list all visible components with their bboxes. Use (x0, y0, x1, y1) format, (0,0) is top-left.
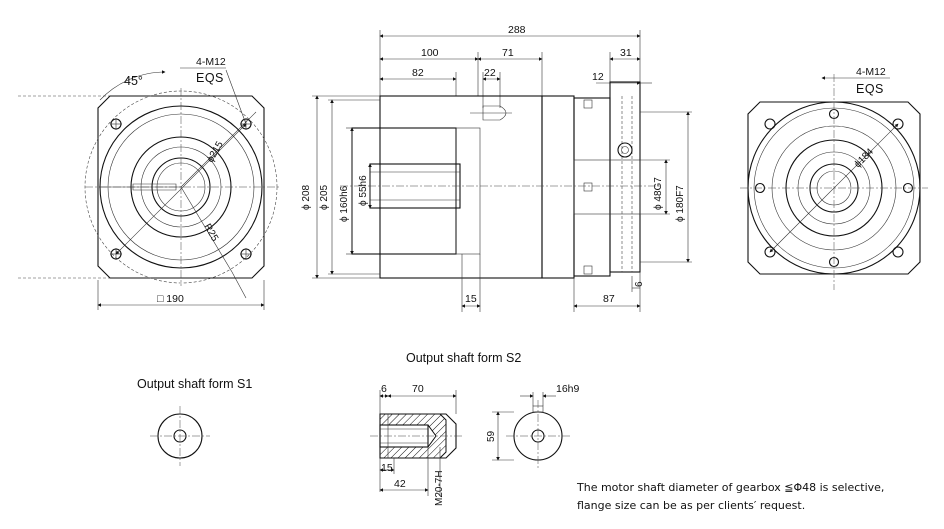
s2-length-15: 15 (381, 462, 393, 474)
length-22-dimension: 22 (484, 67, 496, 79)
side-view: 288 100 71 31 82 22 12 (301, 24, 692, 312)
note-line-2: flange size can be as per clients′ reque… (577, 499, 805, 512)
shaft-form-s2: Output shaft form S2 6 70 15 42 M20-7H 1… (370, 351, 580, 506)
motor-bore (573, 159, 641, 215)
bolt-spec-label: 4-M12 (856, 66, 886, 78)
note-line-1: The motor shaft diameter of gearbox ≦Φ48… (576, 481, 884, 494)
s2-key-width: 16h9 (556, 383, 580, 395)
flange-screw (617, 142, 633, 158)
pcd-dimension: ϕ184 (852, 146, 876, 170)
dia-205-dimension: ϕ 205 (319, 184, 330, 210)
length-87-dimension: 87 (603, 293, 615, 305)
dia-208-dimension: ϕ 208 (301, 184, 312, 210)
eqs-label: EQS (196, 71, 224, 85)
length-31-dimension: 31 (620, 47, 632, 59)
square-flange-outline (97, 95, 265, 279)
bolt-spec-label: 4-M12 (196, 56, 226, 68)
s2-length-6: 6 (381, 383, 387, 395)
angle-label: 45° (124, 74, 143, 88)
s2-thread-spec: M20-7H (434, 470, 445, 506)
shaft-key (482, 105, 507, 121)
dia-55-dimension: ϕ 55h6 (358, 175, 369, 206)
shaft-s1-title: Output shaft form S1 (137, 377, 252, 391)
s2-length-42: 42 (394, 478, 406, 490)
dia-180-dimension: ϕ 180F7 (675, 185, 686, 222)
square-dimension: □ 190 (157, 293, 184, 305)
pcd-dimension: ϕ215 (205, 139, 226, 164)
shaft-s2-title: Output shaft form S2 (406, 351, 521, 365)
length-15-dimension: 15 (465, 293, 477, 305)
length-6-dimension: 6 (634, 281, 645, 287)
length-100-dimension: 100 (421, 47, 439, 59)
radius-dimension: R25 (201, 222, 220, 244)
total-length-dimension: 288 (508, 24, 526, 36)
shaft-form-s1: Output shaft form S1 (137, 377, 252, 466)
s2-length-70: 70 (412, 383, 424, 395)
eqs-label: EQS (856, 82, 884, 96)
motor-flange (609, 81, 641, 273)
left-front-view: 45° 4-M12 EQS ϕ215 R25 □ 190 (18, 56, 280, 310)
motor-flange-outline (747, 101, 921, 275)
s2-height-59: 59 (486, 430, 497, 442)
length-12-dimension: 12 (592, 71, 604, 83)
length-82-dimension: 82 (412, 67, 424, 79)
housing-ring (541, 95, 575, 279)
right-front-view: ϕ184 4-M12 EQS (740, 66, 928, 290)
gear-housing (379, 95, 543, 279)
length-71-dimension: 71 (502, 47, 514, 59)
note: The motor shaft diameter of gearbox ≦Φ48… (576, 481, 884, 512)
dia-48-dimension: ϕ 48G7 (653, 177, 664, 210)
dia-160-dimension: ϕ 160h6 (339, 185, 350, 222)
